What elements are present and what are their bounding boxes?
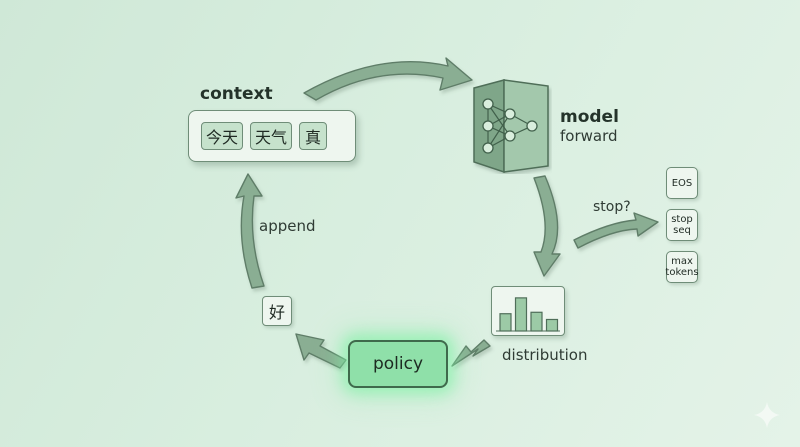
distribution-box	[491, 286, 565, 336]
arrow-append-to-context	[235, 173, 265, 289]
stop-option-line: stop	[671, 214, 693, 225]
stop-option-eos: EOS	[666, 167, 698, 199]
distribution-bar	[545, 318, 559, 332]
stop-option-line: seq	[673, 225, 691, 236]
arrow-to-stop	[573, 212, 659, 249]
stop-label: stop?	[593, 199, 631, 215]
append-label: append	[259, 217, 316, 235]
neural-network-icon	[473, 79, 549, 174]
arrow-context-to-model	[303, 57, 473, 101]
distribution-bar	[499, 313, 512, 332]
stop-option-eos-text: EOS	[671, 177, 693, 189]
arrow-distribution-to-policy	[451, 339, 491, 367]
output-token: 好	[262, 296, 292, 326]
context-label: context	[200, 84, 273, 104]
arrow-model-to-distribution	[533, 175, 561, 277]
distribution-bar	[530, 311, 543, 332]
context-token: 今天	[201, 122, 244, 150]
policy-box: policy	[348, 340, 448, 388]
distribution-label: distribution	[502, 346, 588, 364]
context-token: 真	[299, 122, 328, 150]
model-title: model	[560, 107, 619, 127]
arrow-policy-to-token	[295, 333, 347, 369]
sparkle-icon	[754, 402, 780, 428]
context-box: 今天 天气 真	[188, 110, 356, 162]
distribution-bars	[496, 297, 560, 332]
distribution-bar	[514, 297, 528, 332]
policy-label: policy	[372, 354, 424, 374]
context-token: 天气	[250, 122, 293, 150]
stop-option-line: tokens	[665, 267, 699, 278]
stop-option-line: max	[671, 256, 693, 267]
model-subtitle: forward	[560, 127, 618, 145]
